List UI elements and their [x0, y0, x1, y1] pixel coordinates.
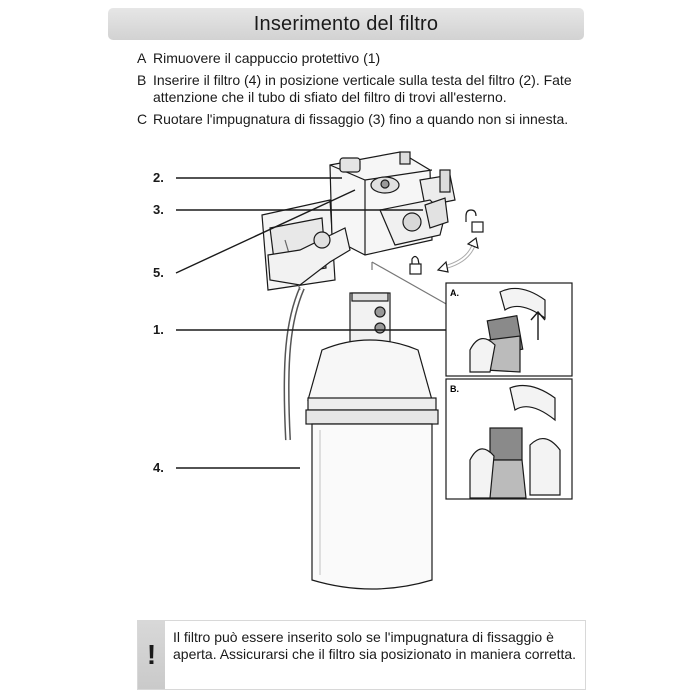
step-c: C Ruotare l'impugnatura di fissaggio (3)… [137, 111, 587, 128]
step-text: Rimuovere il cappuccio protettivo (1) [153, 50, 381, 66]
callout-3: 3. [153, 202, 164, 217]
filter-cartridge [311, 423, 433, 590]
filter-cartridge-top [307, 339, 433, 401]
step-letter: B [137, 72, 147, 88]
callout-4: 4. [153, 460, 164, 475]
step-text: Ruotare l'impugnatura di fissaggio (3) f… [153, 111, 569, 127]
inset-b [445, 378, 573, 500]
rotate-arrow-icon [436, 236, 479, 273]
lock-closed-icon [409, 255, 422, 275]
page-title: Inserimento del filtro [253, 12, 439, 35]
warning-note: ! Il filtro può essere inserito solo se … [137, 620, 586, 690]
lock-open-icon [465, 209, 484, 233]
callout-1: 1. [153, 322, 164, 337]
callout-5: 5. [153, 265, 164, 280]
step-letter: C [137, 111, 148, 127]
inset-b-label: B. [450, 384, 459, 394]
inset-a-label: A. [450, 288, 459, 298]
callout-2: 2. [153, 170, 164, 185]
warning-text: Il filtro può essere inserito solo se l'… [173, 629, 577, 662]
steps-list: A Rimuovere il cappuccio protettivo (1) … [137, 50, 587, 133]
title-bar: Inserimento del filtro [108, 8, 584, 40]
up-arrow-icon [530, 310, 546, 340]
exclamation-icon: ! [138, 621, 165, 689]
step-text: Inserire il filtro (4) in posizione vert… [153, 72, 572, 105]
step-b: B Inserire il filtro (4) in posizione ve… [137, 72, 587, 106]
step-letter: A [137, 50, 147, 66]
step-a: A Rimuovere il cappuccio protettivo (1) [137, 50, 587, 67]
inset-a [445, 282, 573, 377]
